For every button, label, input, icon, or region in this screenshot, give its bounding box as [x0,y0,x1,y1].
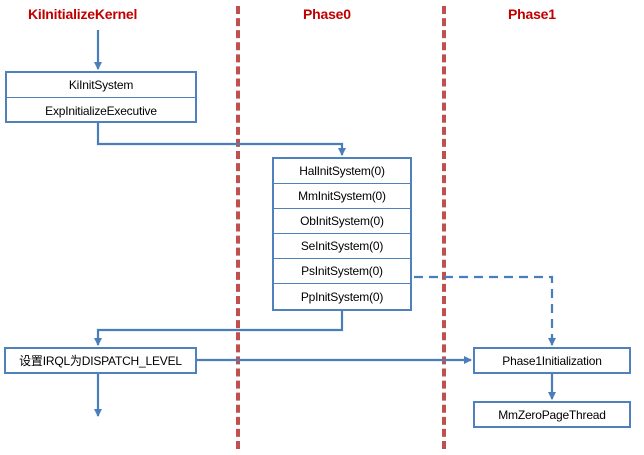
stack-phase0-subsystems: HalInitSystem(0) MmInitSystem(0) ObInitS… [272,157,412,311]
box-seinitsystem[interactable]: SeInitSystem(0) [274,234,410,259]
box-mminitsystem[interactable]: MmInitSystem(0) [274,184,410,209]
box-ppinitsystem[interactable]: PpInitSystem(0) [300,289,384,304]
box-mmzeropagethread[interactable]: MmZeroPageThread [473,401,631,428]
column-title-phase0: Phase0 [303,6,351,22]
box-phase1initialization[interactable]: Phase1Initialization [473,347,631,374]
wire-psinit-dashed-to-phase1init [414,275,554,343]
column-title-phase1: Phase1 [508,6,556,22]
box-psinitsystem[interactable]: PsInitSystem(0) [274,259,410,284]
wire-exp-to-halinitsystem [96,123,346,156]
box-set-irql-dispatch-level[interactable]: 设置IRQL为DISPATCH_LEVEL [4,347,197,374]
divider-phase1 [442,6,446,449]
box-halinitsystem[interactable]: HalInitSystem(0) [274,159,410,184]
column-title-kiinitializekernel: KiInitializeKernel [28,6,138,22]
box-expinitializeexecutive[interactable]: ExpInitializeExecutive [45,103,157,118]
wire-ppinit-to-irql [94,311,344,346]
box-obinitsystem[interactable]: ObInitSystem(0) [274,209,410,234]
box-kiinitsystem[interactable]: KiInitSystem [7,73,195,98]
box-kernel-init-group: KiInitSystem ExpInitializeExecutive [5,71,197,123]
divider-phase0 [236,6,240,449]
